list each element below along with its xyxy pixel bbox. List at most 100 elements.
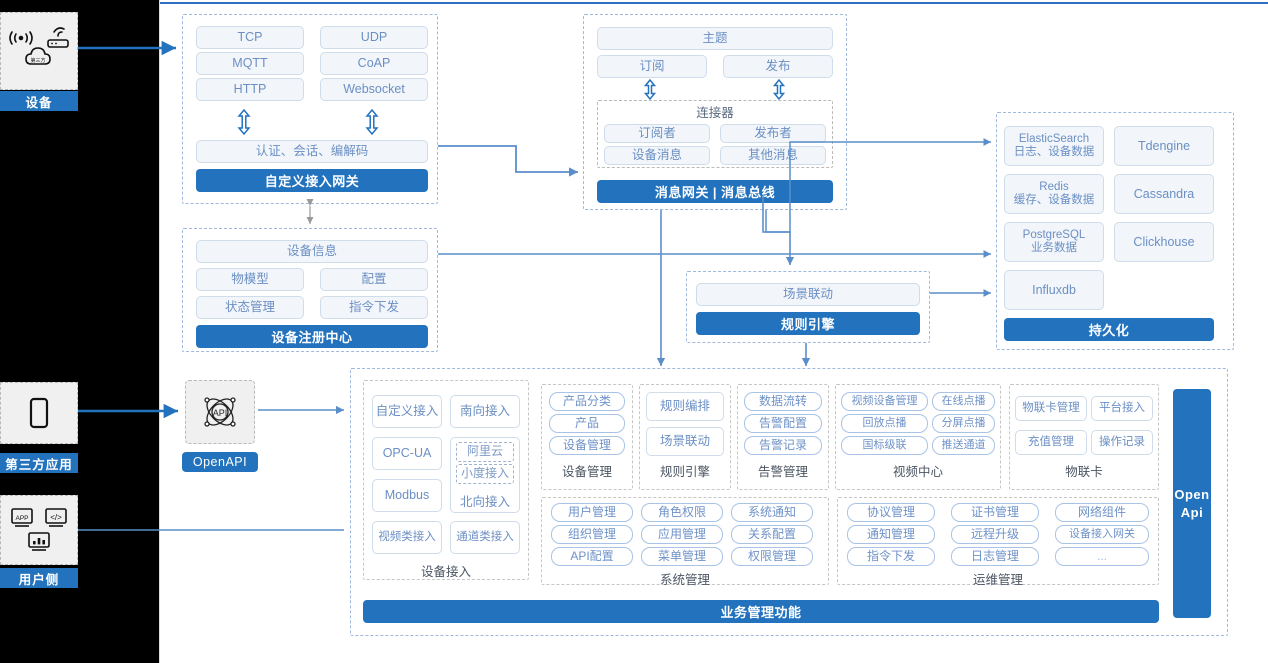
ops-remote-upgrade-label: 远程升级: [970, 526, 1019, 541]
topic-box[interactable]: 主题: [597, 27, 833, 50]
group-persistence: [996, 112, 1234, 350]
ops-command-dispatch[interactable]: 指令下发: [847, 547, 935, 566]
protocol-mqtt[interactable]: MQTT: [196, 52, 304, 75]
video-online-play[interactable]: 在线点播: [932, 392, 995, 411]
access-opcua[interactable]: OPC-UA: [372, 437, 442, 470]
protocol-tcp[interactable]: TCP: [196, 26, 304, 49]
video-online-play-label: 在线点播: [941, 395, 986, 408]
store-cassandra[interactable]: Cassandra: [1114, 174, 1214, 214]
devmgmt-product-category[interactable]: 产品分类: [549, 392, 625, 411]
api-atom-icon: API: [204, 397, 236, 427]
actor-device-icons: 第三方: [0, 12, 78, 90]
rulecol-scene[interactable]: 场景联动: [646, 427, 724, 456]
connector-device-message[interactable]: 设备消息: [604, 146, 710, 165]
message-bus-bar[interactable]: 消息网关 | 消息总线: [597, 180, 833, 203]
publish-box[interactable]: 发布: [723, 55, 833, 78]
rule-engine-bar[interactable]: 规则引擎: [696, 312, 920, 335]
access-video[interactable]: 视频类接入: [372, 521, 442, 554]
openapi-button[interactable]: OpenAPI: [182, 452, 258, 472]
video-device-mgmt[interactable]: 视频设备管理: [841, 392, 928, 411]
iotcard-platform-access[interactable]: 平台接入: [1091, 396, 1153, 421]
access-southbound[interactable]: 南向接入: [450, 395, 520, 428]
iotcard-operation-log[interactable]: 操作记录: [1091, 430, 1153, 455]
access-xiaodu[interactable]: 小度接入: [456, 464, 514, 484]
video-push-channel-label: 推送通道: [941, 439, 986, 452]
store-redis[interactable]: Redis 缓存、设备数据: [1004, 174, 1104, 214]
sys-org-mgmt[interactable]: 组织管理: [551, 525, 633, 544]
protocol-websocket[interactable]: Websocket: [320, 78, 428, 101]
iotcard-recharge[interactable]: 充值管理: [1015, 430, 1087, 455]
registry-state-mgmt[interactable]: 状态管理: [196, 296, 304, 319]
devmgmt-product-label: 产品: [574, 415, 599, 430]
sys-user-mgmt[interactable]: 用户管理: [551, 503, 633, 522]
protocol-http[interactable]: HTTP: [196, 78, 304, 101]
registry-device-info[interactable]: 设备信息: [196, 240, 428, 263]
store-tdengine[interactable]: Tdengine: [1114, 126, 1214, 166]
video-gb-cascade[interactable]: 国标级联: [841, 436, 928, 455]
gateway-middle-layer[interactable]: 认证、会话、编解码: [196, 140, 428, 163]
devmgmt-product[interactable]: 产品: [549, 414, 625, 433]
connector-gateway-to-messagebus: [438, 145, 578, 177]
group-device-access: [363, 380, 529, 580]
sys-api-config[interactable]: API配置: [551, 547, 633, 566]
registry-config[interactable]: 配置: [320, 268, 428, 291]
video-playback[interactable]: 回放点播: [841, 414, 928, 433]
alarm-config[interactable]: 告警配置: [744, 414, 822, 433]
protocol-udp[interactable]: UDP: [320, 26, 428, 49]
access-custom[interactable]: 自定义接入: [372, 395, 442, 428]
rule-engine-bar-label: 规则引擎: [780, 317, 835, 332]
sys-perm-mgmt[interactable]: 权限管理: [731, 547, 813, 566]
ops-device-gateway[interactable]: 设备接入网关: [1055, 525, 1149, 544]
store-influxdb[interactable]: Influxdb: [1004, 270, 1104, 310]
sys-menu-mgmt[interactable]: 菜单管理: [641, 547, 723, 566]
registry-bar[interactable]: 设备注册中心: [196, 325, 428, 348]
persistence-bar[interactable]: 持久化: [1004, 318, 1214, 341]
business-bar[interactable]: 业务管理功能: [363, 600, 1159, 623]
protocol-http-label: HTTP: [233, 82, 267, 97]
sys-notice[interactable]: 系统通知: [731, 503, 813, 522]
ops-remote-upgrade[interactable]: 远程升级: [951, 525, 1039, 544]
access-modbus[interactable]: Modbus: [372, 479, 442, 512]
store-clickhouse[interactable]: Clickhouse: [1114, 222, 1214, 262]
ops-more[interactable]: ...: [1055, 547, 1149, 566]
ops-cert-mgmt[interactable]: 证书管理: [951, 503, 1039, 522]
ops-notify-mgmt[interactable]: 通知管理: [847, 525, 935, 544]
store-elasticsearch[interactable]: ElasticSearch 日志、设备数据: [1004, 126, 1104, 166]
ops-network-component[interactable]: 网络组件: [1055, 503, 1149, 522]
ops-log-mgmt[interactable]: 日志管理: [951, 547, 1039, 566]
iotcard-mgmt[interactable]: 物联卡管理: [1015, 396, 1087, 421]
alarm-data-flow[interactable]: 数据流转: [744, 392, 822, 411]
sys-relation-config[interactable]: 关系配置: [731, 525, 813, 544]
connector-title: 连接器: [597, 102, 833, 120]
caption-device-access-label: 设备接入: [420, 564, 471, 579]
registry-thing-model[interactable]: 物模型: [196, 268, 304, 291]
rulecol-orchestration[interactable]: 规则编排: [646, 392, 724, 421]
sys-app-mgmt[interactable]: 应用管理: [641, 525, 723, 544]
connector-publisher[interactable]: 发布者: [720, 124, 826, 143]
svg-text:第三方: 第三方: [30, 57, 45, 64]
store-postgresql-sub: 业务数据: [1031, 242, 1077, 254]
connector-subscriber[interactable]: 订阅者: [604, 124, 710, 143]
access-channel[interactable]: 通道类接入: [450, 521, 520, 554]
video-push-channel[interactable]: 推送通道: [932, 436, 995, 455]
protocol-coap[interactable]: CoAP: [320, 52, 428, 75]
sys-notice-label: 系统通知: [747, 504, 796, 519]
openapi-vertical-bar[interactable]: Open Api: [1173, 389, 1211, 618]
subscribe-box[interactable]: 订阅: [597, 55, 707, 78]
connector-other-message[interactable]: 其他消息: [720, 146, 826, 165]
alarm-record[interactable]: 告警记录: [744, 436, 822, 455]
store-redis-sub: 缓存、设备数据: [1013, 194, 1095, 206]
group-system-mgmt: [541, 497, 829, 585]
access-aliyun[interactable]: 阿里云: [456, 442, 514, 462]
registry-command-dispatch[interactable]: 指令下发: [320, 296, 428, 319]
subscribe-label: 订阅: [639, 59, 665, 74]
devmgmt-device[interactable]: 设备管理: [549, 436, 625, 455]
sys-role-perm[interactable]: 角色权限: [641, 503, 723, 522]
gateway-bar[interactable]: 自定义接入网关: [196, 169, 428, 192]
store-cassandra-name: Cassandra: [1133, 186, 1195, 201]
group-video: [835, 384, 1001, 490]
store-postgresql[interactable]: PostgreSQL 业务数据: [1004, 222, 1104, 262]
video-split-screen[interactable]: 分屏点播: [932, 414, 995, 433]
ops-protocol-mgmt[interactable]: 协议管理: [847, 503, 935, 522]
rule-scene-linkage[interactable]: 场景联动: [696, 283, 920, 306]
